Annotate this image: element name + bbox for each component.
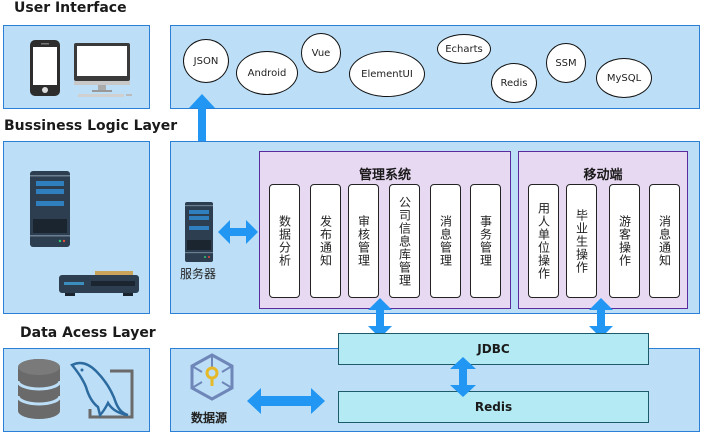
ui-business-double-arrow <box>189 94 215 158</box>
tech-bubble-vue: Vue <box>301 33 341 73</box>
module-employer-operations: 用人单位操作 <box>528 184 559 298</box>
tech-stack-panel: JSON Android Vue ElementUI Echarts Redis… <box>170 25 700 109</box>
jdbc-redis-double-arrow <box>450 357 476 397</box>
business-logic-panel: 服务器 管理系统 数据分析 发布通知 审核管理 公司信息库管理 消息管理 事务管… <box>170 141 700 314</box>
datasource-icon <box>190 353 234 401</box>
management-system-group: 管理系统 数据分析 发布通知 审核管理 公司信息库管理 消息管理 事务管理 <box>259 151 511 309</box>
server-tower-icon <box>30 171 70 247</box>
datasource-redis-double-arrow <box>247 388 325 414</box>
tech-bubble-elementui: ElementUI <box>349 51 425 97</box>
mobile-jdbc-double-arrow <box>589 298 613 338</box>
tech-bubble-echarts: Echarts <box>437 34 491 64</box>
management-system-title: 管理系统 <box>358 168 411 183</box>
desktop-monitor-icon <box>74 43 132 97</box>
smartphone-icon <box>30 40 60 96</box>
mobile-title: 移动端 <box>583 168 623 183</box>
module-publish-notice: 发布通知 <box>310 184 341 298</box>
module-graduate-operations: 毕业生操作 <box>566 184 597 298</box>
module-message-management: 消息管理 <box>430 184 461 298</box>
tech-bubble-mysql: MySQL <box>596 58 652 98</box>
redis-bar: Redis <box>338 391 649 423</box>
mobile-group: 移动端 用人单位操作 毕业生操作 游客操作 消息通知 <box>518 151 688 309</box>
mysql-dolphin-icon <box>70 361 134 419</box>
module-review-management: 审核管理 <box>348 184 379 298</box>
datasource-label: 数据源 <box>191 411 228 425</box>
module-data-analysis: 数据分析 <box>269 184 300 298</box>
ui-device-panel <box>3 25 150 109</box>
module-message-notification: 消息通知 <box>649 184 680 298</box>
server-icon <box>185 202 213 262</box>
module-affairs-management: 事务管理 <box>470 184 501 298</box>
server-label: 服务器 <box>180 267 217 281</box>
tech-bubble-ssm: SSM <box>546 43 586 83</box>
management-jdbc-double-arrow <box>368 298 392 338</box>
layer-title-data-access: Data Acess Layer <box>20 325 156 341</box>
tech-bubble-json: JSON <box>183 39 229 83</box>
database-panel <box>3 348 150 432</box>
tech-bubble-android: Android <box>236 51 298 95</box>
server-management-double-arrow <box>218 220 258 244</box>
network-switch-icon <box>59 271 139 296</box>
database-icon <box>16 359 62 419</box>
layer-title-user-interface: User Interface <box>14 0 127 16</box>
jdbc-bar: JDBC <box>338 333 649 365</box>
server-hardware-panel <box>3 141 150 314</box>
module-visitor-operations: 游客操作 <box>609 184 640 298</box>
tech-bubble-redis: Redis <box>491 63 537 103</box>
module-company-info-management: 公司信息库管理 <box>389 184 420 298</box>
layer-title-business-logic: Bussiness Logic Layer <box>4 118 178 134</box>
